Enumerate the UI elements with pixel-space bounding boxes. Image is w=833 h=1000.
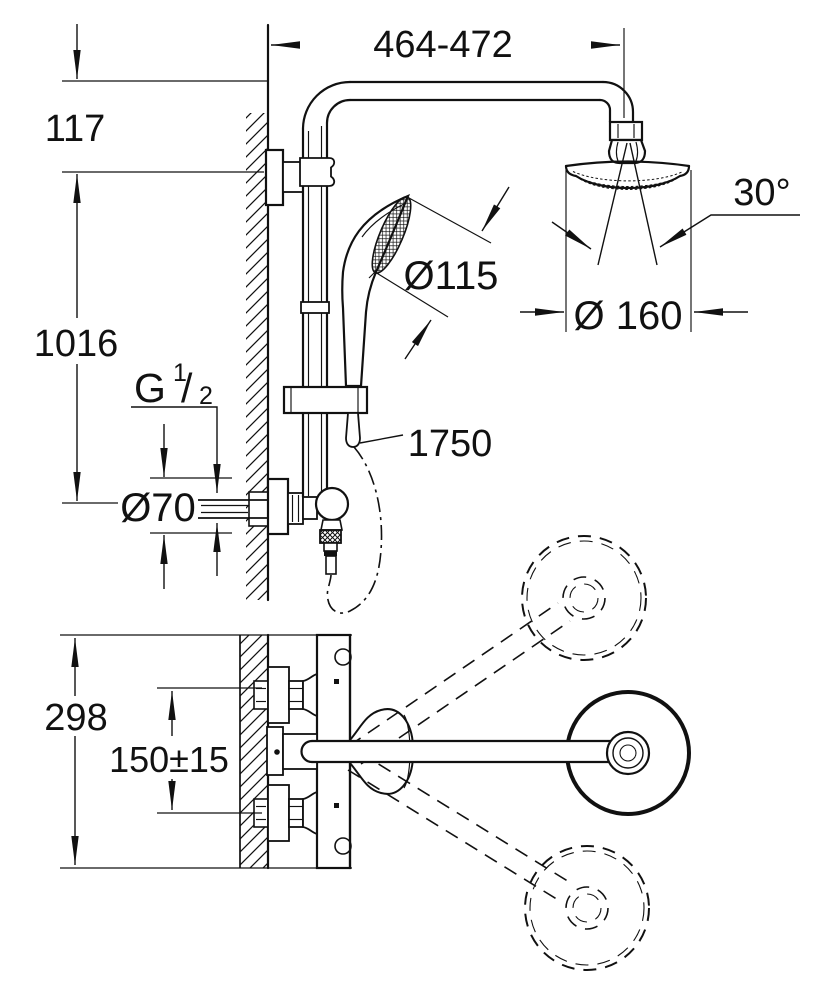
valve-knob [314,486,350,522]
bracket-offset-label: 117 [45,108,106,150]
swivel-position-top [521,535,647,661]
shower-hose [326,446,383,614]
side-view: 464-472 117 1016 G 1 / 2 [34,23,800,614]
handle-cone [345,412,361,448]
spray-angle-label: 30° [733,172,790,214]
spray-cone-right [629,142,658,266]
flange-diameter-label: Ø70 [120,486,196,530]
arm-right-bend [601,80,635,124]
thread-label: G 1 / 2 [134,359,213,411]
rail-tube-plan [300,739,612,764]
spray-cone-left [597,142,628,266]
thermostat-valve [302,486,350,575]
inlet-union-top [253,666,318,724]
plan-view: 298 150±15 [44,535,691,971]
rail-height-label: 1016 [34,323,119,365]
head-shower [564,120,691,266]
dimension-hose-length: 1750 [359,423,493,465]
wall-flange [266,477,290,536]
wall-hatch-plan [240,635,268,868]
dimension-flange-diameter: Ø70 [120,424,232,589]
supply-fitting [198,477,304,536]
rail-holder [282,385,369,448]
hose-length-label: 1750 [408,423,493,465]
hand-shower-diameter-label: Ø115 [404,254,499,298]
dimension-inlet-spacing: 150±15 [109,687,262,814]
head-connector-nut [608,120,644,142]
dimension-head-shower-diameter: Ø 160 [520,170,748,338]
inlet-spacing-label: 150±15 [109,739,229,780]
wall-hatch-side [246,113,268,600]
union-nut [287,492,304,525]
inlet-union-bottom [253,784,318,842]
thread-annotation: G 1 / 2 [131,359,221,576]
dimension-rail-height: 1016 [34,174,119,504]
head-shower-diameter-label: Ø 160 [574,294,683,338]
dimension-hand-shower-diameter: Ø115 [374,186,510,360]
dimension-body-height: 298 [44,638,108,865]
hose-nut [319,529,342,544]
swivel-position-bottom [524,845,650,971]
dimension-top-width: 464-472 [271,24,625,118]
body-height-label: 298 [44,697,107,739]
top-width-label: 464-472 [373,24,512,66]
bracket-clamp [299,157,336,187]
tube-hub [605,730,651,776]
dimension-spray-angle: 30° [551,172,800,250]
center-mark [274,749,280,755]
swivel-position-tubes [347,602,575,904]
rail-ring [300,301,330,314]
hose-outlet [325,555,337,575]
dimension-bracket-offset: 117 [45,24,268,173]
